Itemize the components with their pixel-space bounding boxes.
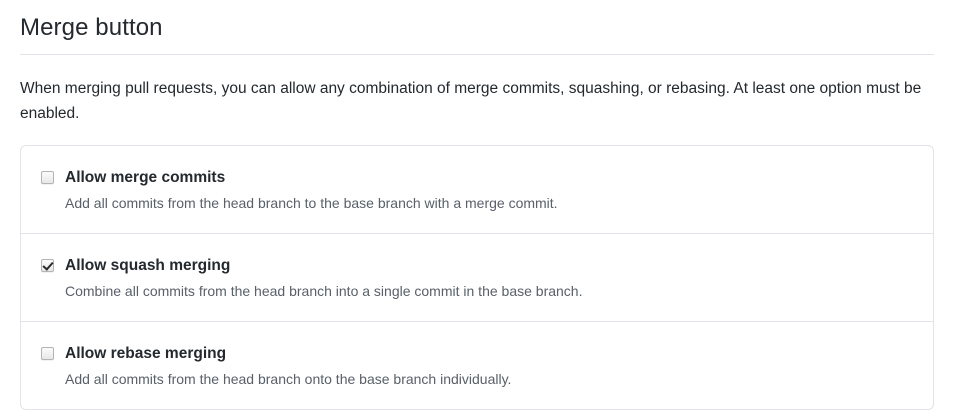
checkbox-checked-icon[interactable] xyxy=(41,259,54,272)
option-row-rebase-merging[interactable]: Allow rebase merging Add all commits fro… xyxy=(21,321,933,409)
option-row-merge-commits[interactable]: Allow merge commits Add all commits from… xyxy=(21,146,933,233)
merge-options-card: Allow merge commits Add all commits from… xyxy=(20,145,934,410)
page-title: Merge button xyxy=(20,14,163,41)
option-row-squash-merging[interactable]: Allow squash merging Combine all commits… xyxy=(21,233,933,321)
option-text-merge-commits: Allow merge commits Add all commits from… xyxy=(65,168,933,212)
option-text-rebase-merging: Allow rebase merging Add all commits fro… xyxy=(65,344,933,388)
checkbox-unchecked-icon[interactable] xyxy=(41,347,54,360)
checkbox-unchecked-icon[interactable] xyxy=(41,171,54,184)
option-description: Combine all commits from the head branch… xyxy=(65,283,583,299)
intro-description: When merging pull requests, you can allo… xyxy=(20,80,922,122)
title-divider xyxy=(20,54,934,55)
option-label[interactable]: Allow squash merging xyxy=(65,257,231,274)
option-label[interactable]: Allow merge commits xyxy=(65,169,226,186)
option-label[interactable]: Allow rebase merging xyxy=(65,345,227,362)
option-text-squash-merging: Allow squash merging Combine all commits… xyxy=(65,256,933,300)
option-description: Add all commits from the head branch ont… xyxy=(65,371,512,387)
option-description: Add all commits from the head branch to … xyxy=(65,195,558,211)
